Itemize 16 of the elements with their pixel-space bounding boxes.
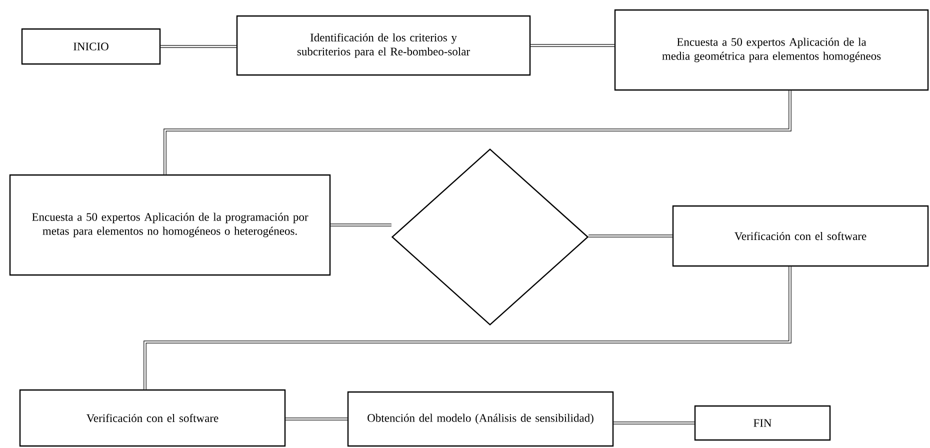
connector (286, 418, 348, 420)
connector (530, 44, 614, 47)
process-box: Encuesta a 50 expertos Aplicación de la programación por metas para elementos no homogéneos o heterogéneos. (9, 174, 331, 276)
process-box: Identificación de los criterios y subcriterios para el Re-bombeo-solar (236, 15, 531, 76)
connector (160, 45, 236, 48)
process-box: Verificación con el software (19, 389, 286, 447)
process-box: Encuesta a 50 expertos Aplicación de la media geométrica para elementos homogéneos (614, 9, 929, 91)
connector (164, 90, 792, 174)
connector (144, 266, 792, 390)
process-box: Obtención del modelo (Análisis de sensibilidad) (347, 391, 614, 447)
connector (614, 422, 694, 424)
process-box: FIN (694, 405, 831, 441)
connector (588, 234, 672, 238)
process-box: Verificación con el software (672, 205, 929, 267)
connector (330, 224, 392, 226)
process-box: INICIO (21, 28, 161, 65)
